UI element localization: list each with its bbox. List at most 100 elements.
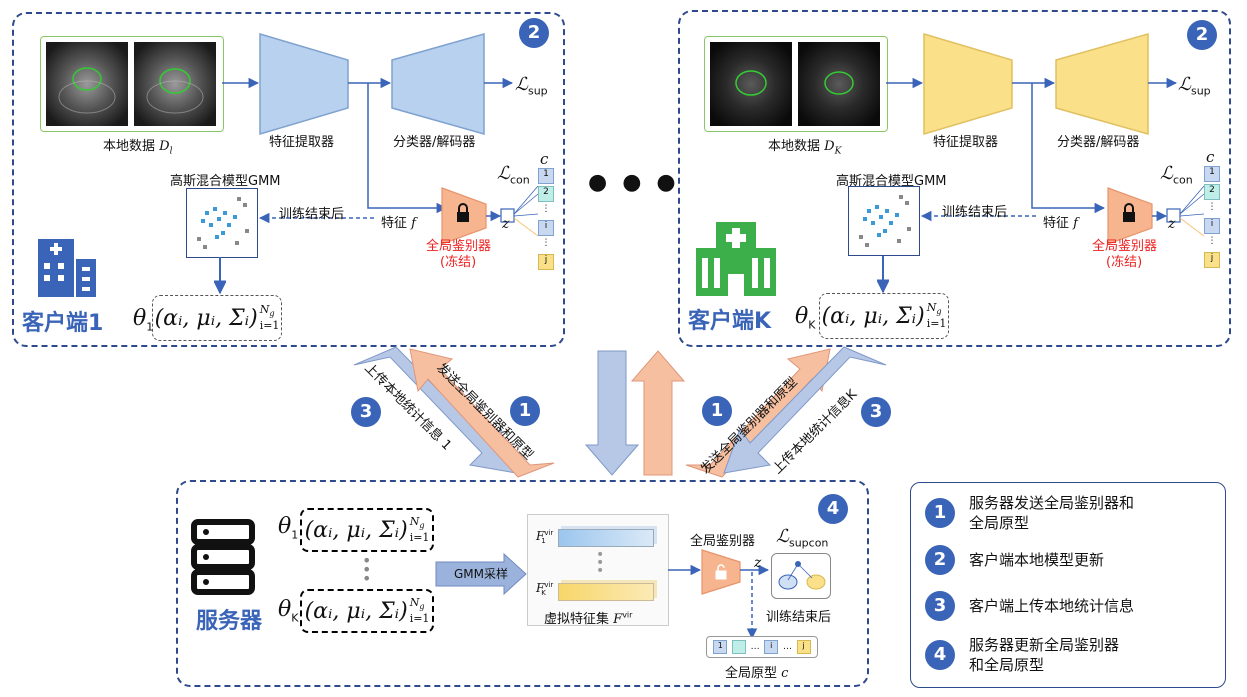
proto-cell: i bbox=[538, 220, 554, 236]
proto-cell: 1 bbox=[538, 168, 554, 184]
proto-cell: 2 bbox=[1204, 184, 1220, 200]
step-1-badge-right: 1 bbox=[702, 396, 732, 426]
prototype-stack-clientK: 1 2 ⋮ i ⋮ j bbox=[1204, 166, 1220, 268]
proto-cell: i bbox=[1204, 218, 1220, 234]
proto-cell: 1 bbox=[1204, 166, 1220, 182]
legend-item-3: 3 客户端上传本地统计信息 bbox=[925, 591, 1134, 621]
client1-feature-path bbox=[367, 83, 448, 214]
discriminator-label-clientK: 全局鉴别器 bbox=[1092, 239, 1158, 254]
classifier-label-client1: 分类器/解码器 bbox=[393, 135, 476, 150]
virtual-set-label: 虚拟特征集 Fvir bbox=[544, 610, 633, 627]
feature-extractor-label-client1: 特征提取器 bbox=[269, 135, 335, 150]
global-proto-cell: i bbox=[764, 640, 779, 654]
step-2-badge-client1: 2 bbox=[519, 18, 549, 48]
local-data-images-client1 bbox=[40, 36, 224, 132]
clientK-feature-path bbox=[1031, 83, 1106, 214]
gmm-sample-label: GMM采样 bbox=[454, 567, 509, 581]
global-prototype-label: 全局原型 c bbox=[725, 666, 789, 681]
stat-box-client1: (αᵢ, μᵢ, Σᵢ) Ng i=1 bbox=[152, 295, 282, 341]
clientK-network-diagram bbox=[886, 32, 1178, 136]
local-data-label-client1: 本地数据 Dl bbox=[103, 139, 173, 157]
loss-con-client1: ℒcon bbox=[497, 163, 530, 187]
global-prototype-row: 1 … i … j bbox=[706, 636, 818, 658]
hospital-icon-client1 bbox=[38, 239, 96, 297]
discriminator-label-client1: 全局鉴别器 bbox=[426, 239, 492, 254]
stat-box-clientK: (αᵢ, μᵢ, Σᵢ) Ng i=1 bbox=[819, 293, 949, 339]
client-name-1: 客户端1 bbox=[22, 311, 104, 336]
gmm-title-clientK: 高斯混合模型GMM bbox=[836, 174, 947, 189]
proto-cell: ⋮ bbox=[1207, 236, 1217, 246]
feature-label-client1: 特征 f bbox=[381, 216, 416, 231]
stat-box-server-1: (αᵢ, μᵢ, Σᵢ) Ng i=1 bbox=[300, 508, 434, 552]
step-1-badge-left: 1 bbox=[510, 396, 540, 426]
after-training-label-clientK: 训练结束后 bbox=[942, 205, 1008, 220]
loss-con-clientK: ℒcon bbox=[1160, 163, 1193, 187]
proto-cell: 2 bbox=[538, 186, 554, 202]
legend-item-1: 1 服务器发送全局鉴别器和 全局原型 bbox=[925, 493, 1134, 533]
frozen-label-client1: (冻结) bbox=[440, 255, 477, 270]
after-training-label-client1: 训练结束后 bbox=[279, 207, 345, 222]
legend-badge-3: 3 bbox=[925, 591, 955, 621]
global-proto-cell: … bbox=[782, 642, 792, 652]
legend-badge-4: 4 bbox=[925, 640, 955, 670]
client-ellipsis: ● ● ● bbox=[588, 170, 680, 195]
FK-label: FvirK bbox=[536, 581, 554, 598]
virtual-feature-bar-1 bbox=[558, 529, 654, 547]
legend-box: 1 服务器发送全局鉴别器和 全局原型 2 客户端本地模型更新 3 客户端上传本地… bbox=[910, 482, 1226, 688]
gmm-down-arrow-client1 bbox=[214, 257, 226, 295]
local-data-images-clientK bbox=[704, 36, 888, 132]
proto-cell: j bbox=[1204, 252, 1220, 268]
loss-sup-client1: ℒsup bbox=[515, 74, 548, 98]
global-proto-cell: j bbox=[796, 640, 811, 654]
legend-text-4: 服务器更新全局鉴别器 和全局原型 bbox=[969, 636, 1120, 674]
global-proto-cell: … bbox=[750, 642, 760, 652]
server-vertical-ellipsis: ••• bbox=[362, 551, 372, 588]
step-3-badge-left: 3 bbox=[351, 397, 381, 427]
legend-text-1: 服务器发送全局鉴别器和 全局原型 bbox=[969, 494, 1135, 532]
server-after-training: 训练结束后 bbox=[766, 610, 832, 625]
prototype-stack-client1: 1 2 ⋮ i ⋮ j bbox=[538, 168, 554, 270]
legend-text-2: 客户端本地模型更新 bbox=[969, 551, 1105, 569]
legend-text-3: 客户端上传本地统计信息 bbox=[969, 597, 1135, 615]
server-discriminator bbox=[668, 549, 770, 640]
server-loss-label: ℒsupcon bbox=[776, 526, 829, 550]
gmm-title-client1: 高斯混合模型GMM bbox=[170, 174, 281, 189]
virtual-feature-set: ••• Fvir1 FvirK bbox=[527, 514, 669, 626]
frozen-label-clientK: (冻结) bbox=[1106, 255, 1143, 270]
legend-item-2: 2 客户端本地模型更新 bbox=[925, 545, 1104, 575]
client1-network-diagram bbox=[222, 32, 514, 136]
client-k-panel bbox=[678, 10, 1231, 347]
global-proto-cell bbox=[731, 640, 746, 654]
server-name: 服务器 bbox=[196, 609, 263, 634]
classifier-label-clientK: 分类器/解码器 bbox=[1057, 135, 1140, 150]
virtual-feature-bar-K bbox=[558, 583, 654, 601]
discriminator-clientK bbox=[1107, 186, 1205, 245]
step-3-badge-right: 3 bbox=[861, 397, 891, 427]
F1-label: Fvir1 bbox=[536, 529, 554, 546]
global-proto-cell: 1 bbox=[713, 640, 728, 654]
theta-client1: θ1 bbox=[133, 306, 154, 334]
z-label-client1: z bbox=[502, 216, 510, 232]
client-1-panel bbox=[12, 12, 565, 347]
after-training-arrow-clientK bbox=[920, 210, 1036, 222]
supcon-box bbox=[771, 553, 831, 599]
client-name-K: 客户端K bbox=[688, 309, 772, 334]
local-data-label-clientK: 本地数据 DK bbox=[768, 139, 842, 157]
feature-extractor-label-clientK: 特征提取器 bbox=[933, 135, 999, 150]
server-z-label: z bbox=[754, 555, 762, 571]
theta-1-server: θ1 bbox=[278, 514, 299, 542]
gmm-sample-arrow bbox=[435, 552, 527, 596]
z-label-clientK: z bbox=[1168, 216, 1176, 232]
proto-cell: ⋮ bbox=[541, 238, 551, 248]
communication-arrows bbox=[353, 346, 887, 478]
proto-cell: ⋮ bbox=[1207, 202, 1217, 212]
gmm-plot-client1 bbox=[186, 188, 258, 258]
proto-cell: j bbox=[538, 254, 554, 270]
legend-badge-1: 1 bbox=[925, 498, 955, 528]
hospital-icon-clientK bbox=[696, 222, 776, 296]
step-4-badge-server: 4 bbox=[818, 494, 848, 524]
virtual-feature-dots: ••• bbox=[596, 547, 605, 579]
after-training-arrow-client1 bbox=[258, 212, 374, 224]
theta-K-server: θK bbox=[278, 597, 299, 625]
proto-cell: ⋮ bbox=[541, 204, 551, 214]
